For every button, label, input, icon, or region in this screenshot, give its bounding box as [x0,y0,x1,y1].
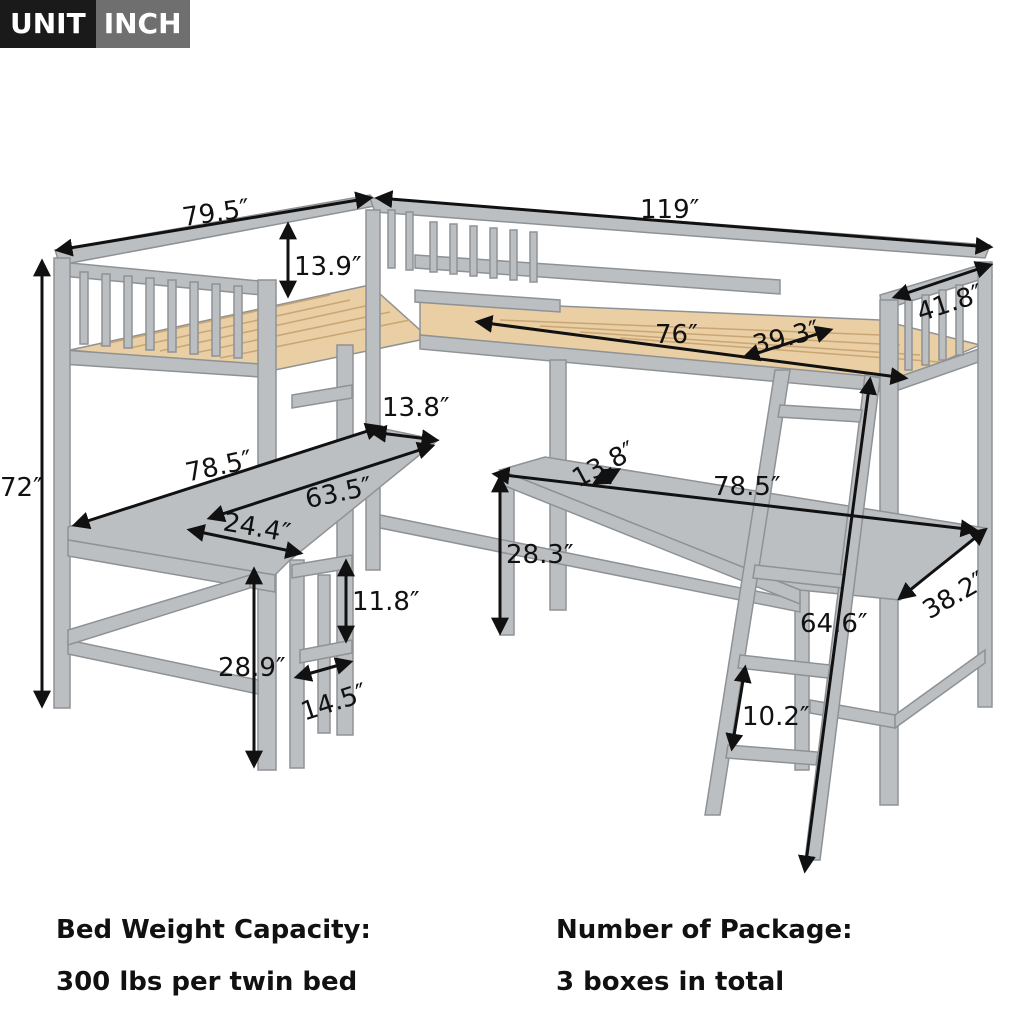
middle-guard-bottom [414,289,561,313]
arrow-38-2 [897,527,988,601]
left-ladder-step-1 [291,384,353,409]
post-center [365,209,381,571]
arrow-119 [374,190,994,255]
dim-28-9: 28.9″ [218,653,286,683]
capacity-value: 300 lbs per twin bed [56,967,358,997]
dim-76: 76″ [655,320,698,350]
post-front-left [53,257,71,709]
post-left-inner [336,344,354,736]
dim-11-8: 11.8″ [352,587,420,617]
arrow-76 [474,314,909,386]
dim-14-5: 14.5″ [297,678,371,728]
dim-78-5-right: 78.5″ [713,472,781,502]
arrow-39-3 [741,325,834,362]
dim-10-2: 10.2″ [742,702,810,732]
package-label: Number of Package: [556,915,853,945]
right-lower-rail2 [894,648,986,730]
dim-13-8-left: 13.8″ [382,393,450,423]
dimension-lines [33,190,994,874]
unit-badge: UNIT INCH [0,0,190,48]
arrow-63-5 [206,441,436,523]
arrow-10-2 [725,664,752,752]
dim-119: 119″ [640,195,700,225]
dim-72: 72″ [0,473,43,503]
unit-label: UNIT [0,0,96,48]
package-value: 3 boxes in total [556,967,785,997]
arrow-78-5-right [491,466,979,538]
dim-64-6: 64.6″ [800,609,868,639]
dim-28-3: 28.3″ [506,540,574,570]
post-left-desk-leg [289,559,305,769]
arrow-64-6 [797,376,878,874]
left-guard-slats [79,271,243,359]
arrow-24-4 [186,524,304,559]
left-desk-front [67,539,276,593]
post-right-back [977,261,993,708]
capacity-label: Bed Weight Capacity: [56,915,371,945]
dim-13-9: 13.9″ [294,252,362,282]
middle-guard-top [414,254,781,295]
arrow-41-8 [891,261,994,301]
left-lower-rail-back [67,573,251,647]
arrow-79-5 [54,191,374,257]
arrow-14-5 [293,657,354,682]
unit-measure: INCH [95,0,190,48]
